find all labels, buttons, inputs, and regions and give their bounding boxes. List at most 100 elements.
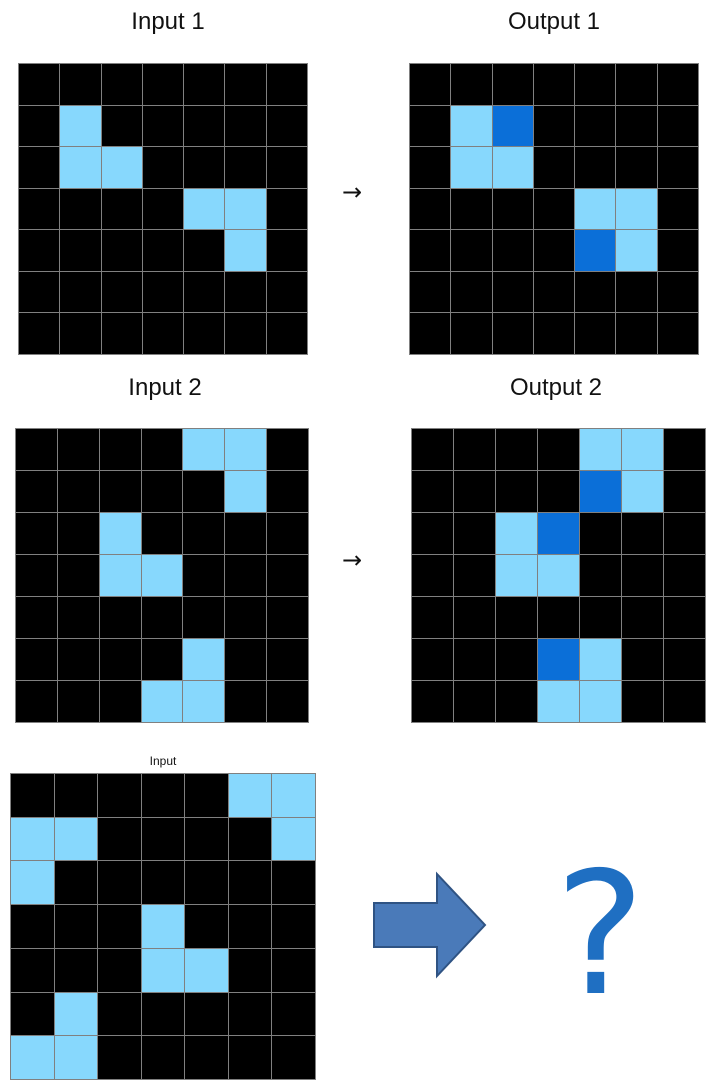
grid-cell bbox=[533, 64, 575, 105]
grid-cell bbox=[228, 861, 272, 905]
grid-cell bbox=[575, 230, 616, 271]
grid-cell bbox=[141, 817, 185, 861]
grid-cell bbox=[454, 429, 495, 470]
grid-cell bbox=[225, 147, 266, 188]
grid-cell bbox=[60, 147, 101, 188]
grid-cell bbox=[228, 992, 272, 1036]
grid-cell bbox=[225, 681, 267, 722]
grid-cell bbox=[496, 597, 537, 638]
grid-cell bbox=[225, 271, 266, 313]
grid-cell bbox=[99, 681, 141, 722]
grid-cell bbox=[57, 471, 99, 512]
grid-cell bbox=[57, 597, 99, 638]
grid-cell bbox=[185, 817, 228, 861]
grid-cell bbox=[538, 639, 579, 680]
grid-cell bbox=[98, 1036, 141, 1079]
example-2-arrow: → bbox=[342, 546, 363, 574]
grid-cell bbox=[616, 147, 657, 188]
example-2-input-grid bbox=[15, 428, 309, 723]
grid-cell bbox=[266, 271, 307, 313]
grid-cell bbox=[141, 471, 183, 512]
grid-cell bbox=[228, 905, 272, 948]
grid-cell bbox=[19, 313, 60, 354]
grid-cell bbox=[267, 681, 308, 722]
grid-cell bbox=[11, 861, 54, 905]
grid-cell bbox=[451, 105, 492, 147]
grid-cell bbox=[11, 948, 54, 992]
grid-cell bbox=[228, 817, 272, 861]
grid-cell bbox=[451, 313, 492, 354]
grid-cell bbox=[183, 597, 225, 638]
grid-cell bbox=[16, 513, 57, 554]
grid-cell bbox=[16, 429, 57, 470]
grid-cell bbox=[101, 147, 142, 188]
grid-cell bbox=[454, 597, 495, 638]
grid-cell bbox=[99, 597, 141, 638]
grid-cell bbox=[19, 147, 60, 188]
grid-cell bbox=[60, 230, 101, 271]
grid-cell bbox=[185, 1036, 228, 1079]
grid-cell bbox=[11, 905, 54, 948]
grid-cell bbox=[225, 639, 267, 680]
grid-cell bbox=[272, 1036, 315, 1079]
grid-cell bbox=[225, 513, 267, 554]
grid-cell bbox=[142, 271, 184, 313]
grid-cell bbox=[141, 681, 183, 722]
grid-cell bbox=[57, 429, 99, 470]
grid-cell bbox=[492, 230, 533, 271]
grid-cell bbox=[538, 555, 579, 596]
grid-cell bbox=[657, 147, 698, 188]
grid-cell bbox=[99, 639, 141, 680]
grid-cell bbox=[142, 64, 184, 105]
grid-cell bbox=[141, 905, 185, 948]
grid-cell bbox=[492, 64, 533, 105]
grid-cell bbox=[622, 429, 663, 470]
grid-cell bbox=[54, 948, 98, 992]
grid-cell bbox=[454, 513, 495, 554]
grid-cell bbox=[272, 948, 315, 992]
grid-cell bbox=[492, 313, 533, 354]
grid-cell bbox=[99, 471, 141, 512]
grid-cell bbox=[492, 271, 533, 313]
grid-cell bbox=[575, 271, 616, 313]
grid-cell bbox=[19, 105, 60, 147]
grid-cell bbox=[580, 429, 621, 470]
grid-cell bbox=[538, 429, 579, 470]
grid-cell bbox=[60, 271, 101, 313]
grid-cell bbox=[141, 513, 183, 554]
right-block-arrow-icon bbox=[373, 871, 487, 979]
example-2-output-title: Output 2 bbox=[509, 374, 603, 401]
grid-cell bbox=[664, 555, 705, 596]
grid-cell bbox=[664, 597, 705, 638]
grid-cell bbox=[412, 597, 453, 638]
grid-cell bbox=[11, 1036, 54, 1079]
grid-cell bbox=[410, 105, 451, 147]
grid-cell bbox=[54, 1036, 98, 1079]
grid-cell bbox=[185, 992, 228, 1036]
grid-cell bbox=[101, 64, 142, 105]
grid-cell bbox=[185, 948, 228, 992]
grid-cell bbox=[184, 313, 225, 354]
grid-cell bbox=[272, 861, 315, 905]
grid-cell bbox=[266, 188, 307, 230]
grid-cell bbox=[538, 471, 579, 512]
grid-cell bbox=[496, 555, 537, 596]
grid-cell bbox=[657, 313, 698, 354]
grid-cell bbox=[11, 774, 54, 817]
grid-cell bbox=[142, 105, 184, 147]
grid-cell bbox=[141, 555, 183, 596]
grid-cell bbox=[412, 429, 453, 470]
grid-cell bbox=[141, 992, 185, 1036]
grid-cell bbox=[272, 774, 315, 817]
grid-cell bbox=[225, 188, 266, 230]
grid-cell bbox=[60, 64, 101, 105]
grid-cell bbox=[54, 817, 98, 861]
grid-cell bbox=[410, 230, 451, 271]
grid-cell bbox=[575, 313, 616, 354]
test-input-grid bbox=[10, 773, 316, 1080]
grid-cell bbox=[492, 147, 533, 188]
grid-cell bbox=[141, 639, 183, 680]
grid-cell bbox=[664, 471, 705, 512]
grid-cell bbox=[225, 597, 267, 638]
grid-cell bbox=[98, 948, 141, 992]
